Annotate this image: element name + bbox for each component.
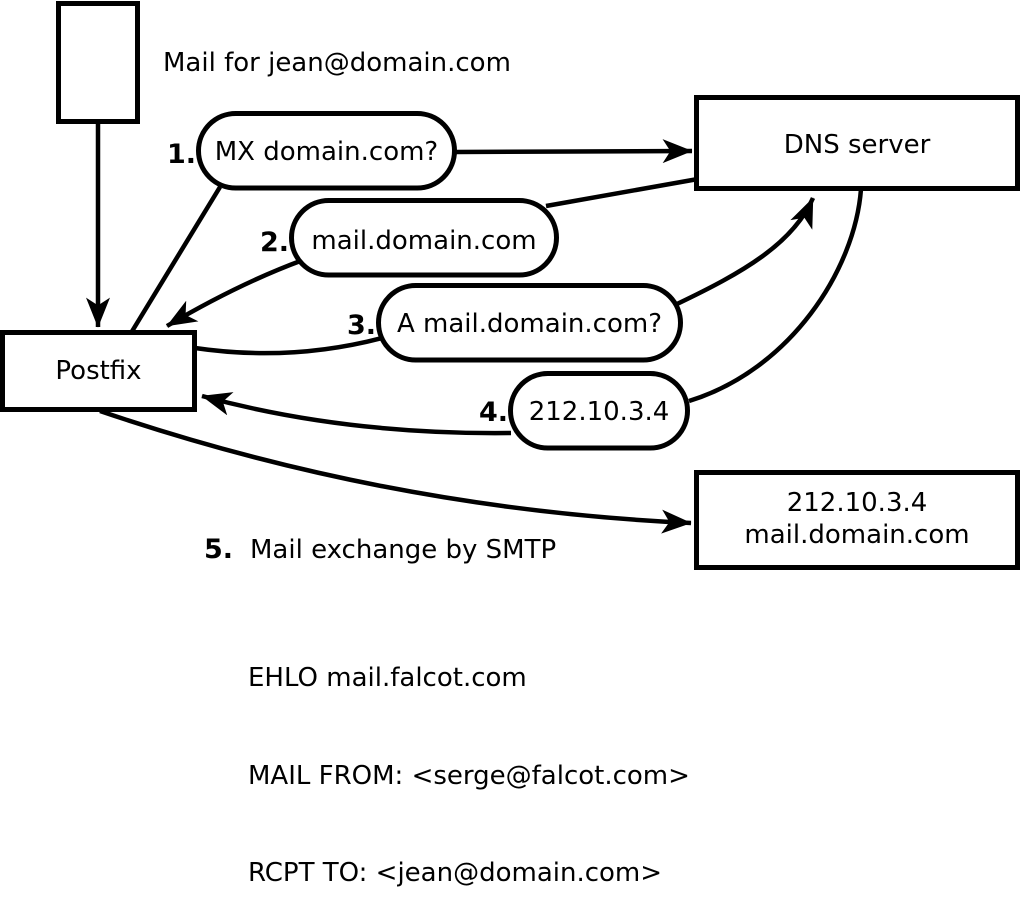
connector-postfix-to-query3 xyxy=(194,335,383,356)
connector-dns-to-answer4 xyxy=(688,188,864,404)
connector-postfix-to-query1 xyxy=(129,185,222,335)
answer4-label: 212.10.3.4 xyxy=(529,397,670,427)
dns-server-label: DNS server xyxy=(784,130,931,160)
step2-number: 2. xyxy=(260,227,289,258)
dns-server-box xyxy=(694,95,1020,191)
step4-number: 4. xyxy=(479,397,508,428)
smtp-line-mail-from: MAIL FROM: <serge@falcot.com> xyxy=(248,760,690,791)
mail-server-ip-label: 212.10.3.4 xyxy=(787,488,928,518)
arrow-answer4-to-postfix xyxy=(201,392,512,436)
smtp-line-rcpt-to: RCPT TO: <jean@domain.com> xyxy=(248,858,663,888)
connector-dns-to-answer2 xyxy=(545,176,699,209)
smtp-line-ehlo: EHLO mail.falcot.com xyxy=(248,663,527,693)
step5-label: Mail exchange by SMTP xyxy=(250,535,556,565)
query1-pill xyxy=(196,111,457,191)
mail-envelope-box xyxy=(56,1,140,124)
mail-server-box xyxy=(694,470,1020,570)
query3-label: A mail.domain.com? xyxy=(397,309,662,339)
answer2-label: mail.domain.com xyxy=(311,226,536,256)
postfix-label: Postfix xyxy=(55,356,141,386)
arrow-query1-to-dns xyxy=(455,139,693,164)
arrow-answer2-to-postfix xyxy=(165,257,304,328)
smtp-transcript: EHLO mail.falcot.com MAIL FROM: <serge@f… xyxy=(248,597,690,919)
answer4-pill xyxy=(508,371,690,451)
step5-number: 5. xyxy=(204,534,233,565)
step1-number: 1. xyxy=(167,139,196,170)
answer2-pill xyxy=(289,198,559,278)
query1-label: MX domain.com? xyxy=(215,137,438,167)
query3-pill xyxy=(376,283,683,363)
arrow-query3-to-dns xyxy=(676,197,816,307)
mail-server-host-label: mail.domain.com xyxy=(744,520,969,550)
arrow-postfix-to-mailserver-smtp xyxy=(99,408,692,534)
mail-note: Mail for jean@domain.com xyxy=(163,48,511,78)
postfix-box xyxy=(0,330,197,412)
step3-number: 3. xyxy=(347,310,376,341)
